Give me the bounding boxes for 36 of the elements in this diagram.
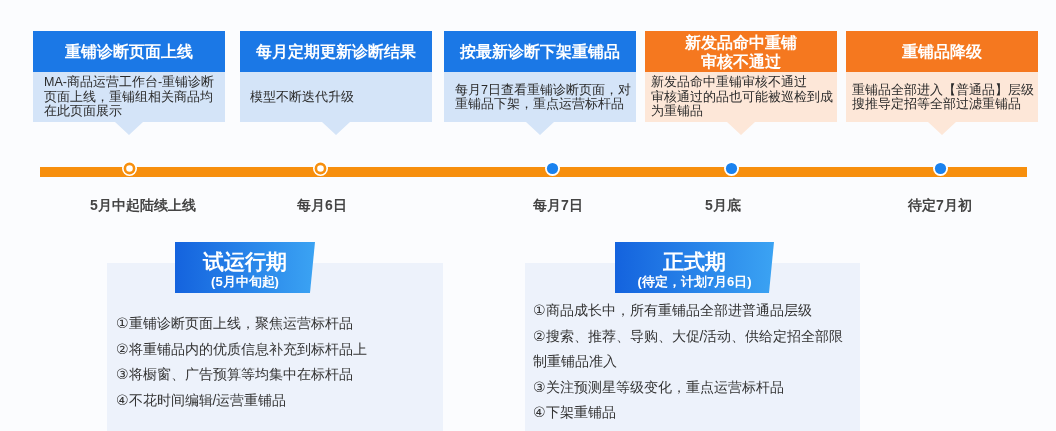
card-text: MA-商品运营工作台-重铺诊断页面上线，重铺组相关商品均在此页面展示 xyxy=(44,75,215,119)
card-heading: 重铺诊断页面上线 xyxy=(65,42,193,61)
card-heading: 新发品命中重铺审核不通过 xyxy=(684,32,798,71)
card-text: 搜推导定招等全部过滤重铺品 xyxy=(852,97,1021,112)
card-text: 模型不断迭代升级 xyxy=(250,89,354,105)
card-text: 每月7日查看重铺诊断页面，对重铺品下架，重点运营标杆品 xyxy=(455,82,631,112)
period-title: 正式期 xyxy=(663,249,726,274)
list-item: ②将重铺品内的优质信息补充到标杆品上 xyxy=(116,339,367,359)
date-label: 5月中起陆续上线 xyxy=(90,196,196,214)
card-text: 审核通过的品也可能被巡检到成为重铺品 xyxy=(651,89,834,119)
period-subtitle: (5月中旬起) xyxy=(211,274,279,290)
period-title: 试运行期 xyxy=(203,249,287,274)
list-item: ②搜索、推荐、导购、大促/活动、供给定招全部限制重铺品准入 xyxy=(533,326,845,371)
card-text: 重铺品全部进入【普通品】层级 xyxy=(852,82,1034,97)
callout-card xyxy=(240,31,432,135)
callout-card xyxy=(645,31,837,135)
list-item: ①商品成长中，所有重铺品全部进普通品层级 xyxy=(533,301,812,320)
list-item: ④不花时间编辑/运营重铺品 xyxy=(116,390,287,410)
date-label: 5月底 xyxy=(705,196,741,214)
list-item: ③将橱窗、广告预算等均集中在标杆品 xyxy=(116,365,353,384)
date-label: 每月6日 xyxy=(297,196,347,214)
callout-card xyxy=(33,31,225,135)
card-heading: 按最新诊断下架重铺品 xyxy=(460,42,620,61)
list-item: ④下架重铺品 xyxy=(533,403,616,422)
card-heading: 重铺品降级 xyxy=(902,42,982,61)
date-label: 每月7日 xyxy=(533,196,583,214)
list-item: ③关注预测星等级变化，重点运营标杆品 xyxy=(533,377,784,397)
callout-card xyxy=(846,31,1038,135)
callout-card xyxy=(444,31,636,135)
period-tab xyxy=(175,242,315,293)
card-text: 新发品命中重铺审核不通过 xyxy=(651,75,807,90)
list-item: ①重铺诊断页面上线，聚焦运营标杆品 xyxy=(116,314,353,333)
date-label: 待定7月初 xyxy=(908,196,972,214)
period-subtitle: (待定，计划7月6日) xyxy=(637,274,752,290)
period-tab xyxy=(615,242,774,293)
card-heading: 每月定期更新诊断结果 xyxy=(256,42,416,61)
